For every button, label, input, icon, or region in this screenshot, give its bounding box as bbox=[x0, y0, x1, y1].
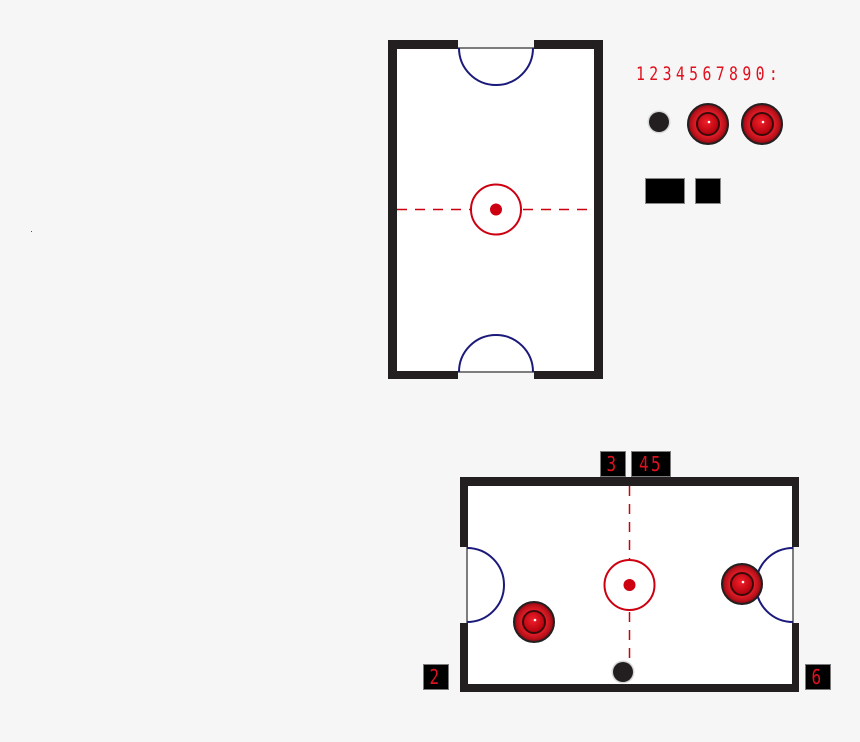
square-block bbox=[695, 178, 721, 204]
bottom-goal-arc bbox=[458, 334, 534, 373]
timer-minutes-value: 3 bbox=[606, 452, 620, 476]
center-spot bbox=[623, 579, 636, 591]
score-left: 2 bbox=[423, 664, 449, 690]
right-mallet-icon[interactable] bbox=[721, 563, 763, 605]
puck-icon[interactable] bbox=[611, 660, 635, 684]
timer-seconds: 45 bbox=[631, 451, 671, 477]
timer-minutes: 3 bbox=[600, 451, 626, 477]
left-goal-arc bbox=[466, 547, 505, 623]
score-left-value: 2 bbox=[429, 665, 443, 689]
score-right-value: 6 bbox=[811, 665, 825, 689]
puck-icon bbox=[647, 110, 671, 134]
left-mallet-icon[interactable] bbox=[513, 601, 555, 643]
wide-block bbox=[645, 178, 685, 204]
mallet-icon bbox=[741, 103, 783, 145]
stray-dot bbox=[31, 231, 32, 232]
left-goal-opening bbox=[460, 547, 468, 623]
timer-seconds-value: 45 bbox=[638, 452, 664, 476]
mallet-icon bbox=[687, 103, 729, 145]
top-goal-arc bbox=[458, 47, 534, 86]
top-goal-opening bbox=[458, 40, 534, 49]
right-goal-opening bbox=[792, 547, 799, 623]
vertical-table bbox=[388, 40, 603, 379]
led-digit-strip: 1234567890: bbox=[636, 63, 783, 85]
bottom-goal-opening bbox=[458, 371, 534, 379]
center-spot bbox=[490, 203, 502, 216]
score-right: 6 bbox=[805, 664, 831, 690]
